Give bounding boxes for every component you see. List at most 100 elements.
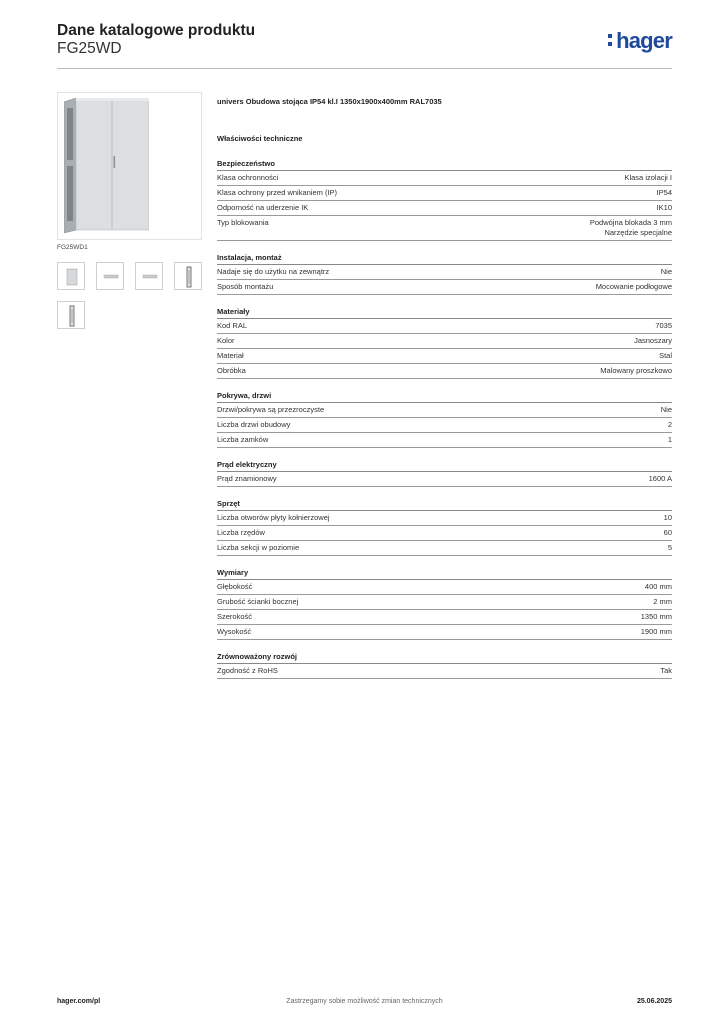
spec-value-line: 1900 mm: [640, 627, 672, 636]
spec-value: 5: [668, 543, 672, 553]
spec-value: 7035: [655, 321, 672, 331]
spec-value-line: 60: [663, 528, 672, 537]
spec-value: Nie: [661, 405, 672, 415]
spec-value: Mocowanie podłogowe: [596, 282, 672, 292]
spec-label: Klasa ochronności: [217, 173, 279, 182]
spec-value-line: 10: [663, 513, 672, 522]
spec-row: Kod RAL 7035: [217, 319, 672, 334]
spec-label: Wysokość: [217, 627, 252, 636]
cabinet-front-thumbnail-icon: [66, 268, 78, 286]
spec-value-line: Nie: [660, 405, 672, 414]
spec-row: Liczba otworów płyty kołnierzowej 10: [217, 511, 672, 526]
spec-label: Typ blokowania: [217, 218, 269, 227]
product-image[interactable]: [57, 92, 202, 240]
spec-row: Nadaje się do użytku na zewnątrz Nie: [217, 265, 672, 280]
hager-logo: hager: [608, 28, 673, 54]
spec-value: 10: [664, 513, 672, 523]
spec-label: Obróbka: [217, 366, 246, 375]
spec-label: Liczba sekcji w poziomie: [217, 543, 300, 552]
spec-row: Wysokość 1900 mm: [217, 625, 672, 640]
spec-label: Kod RAL: [217, 321, 248, 330]
thumbnail-4[interactable]: [174, 262, 202, 290]
spec-row: Liczba sekcji w poziomie 5: [217, 541, 672, 556]
spec-label: Grubość ścianki bocznej: [217, 597, 299, 606]
product-details: univers Obudowa stojąca IP54 kl.I 1350x1…: [217, 97, 672, 691]
spec-value: Nie: [661, 267, 672, 277]
image-caption: FG25WD1: [57, 244, 88, 251]
spec-value-line: Klasa izolacji I: [624, 173, 672, 182]
spec-value-line: Stal: [659, 351, 672, 360]
spec-value: 60: [664, 528, 672, 538]
product-code: FG25WD: [57, 40, 122, 57]
thumbnail-5[interactable]: [57, 301, 85, 329]
spec-label: Liczba zamków: [217, 435, 269, 444]
cabinet-icon: [64, 98, 149, 233]
section-title: Wymiary: [217, 568, 672, 580]
cabinet-side-thumbnail-icon: [69, 305, 75, 327]
thumbnail-3[interactable]: [135, 262, 163, 290]
spec-row: Liczba zamków 1: [217, 433, 672, 448]
spec-value: Klasa izolacji I: [624, 173, 672, 183]
product-description: univers Obudowa stojąca IP54 kl.I 1350x1…: [217, 97, 442, 106]
spec-label: Zgodność z RoHS: [217, 666, 278, 675]
spec-row: Obróbka Malowany proszkowo: [217, 364, 672, 379]
spec-value-line: Tak: [660, 666, 672, 675]
section-title: Pokrywa, drzwi: [217, 391, 672, 403]
spec-row: Głębokość 400 mm: [217, 580, 672, 595]
spec-label: Liczba otworów płyty kołnierzowej: [217, 513, 330, 522]
spec-value: 1350 mm: [641, 612, 672, 622]
spec-row: Liczba rzędów 60: [217, 526, 672, 541]
spec-value: Stal: [659, 351, 672, 361]
header-divider: [57, 68, 672, 69]
spec-value-line: 400 mm: [644, 582, 672, 591]
spec-value-line: 2: [667, 420, 672, 429]
section-title: Instalacja, montaż: [217, 253, 672, 265]
spec-row: Zgodność z RoHS Tak: [217, 664, 672, 679]
spec-value-line: Mocowanie podłogowe: [595, 282, 672, 291]
spec-value: IP54: [657, 188, 672, 198]
spec-value-line: IP54: [656, 188, 672, 197]
spec-label: Liczba rzędów: [217, 528, 265, 537]
spec-row: Prąd znamionowy 1600 A: [217, 472, 672, 487]
spec-row: Grubość ścianki bocznej 2 mm: [217, 595, 672, 610]
spec-value: 2 mm: [653, 597, 672, 607]
section-title: Materiały: [217, 307, 672, 319]
spec-value-line: IK10: [656, 203, 672, 212]
spec-label: Prąd znamionowy: [217, 474, 277, 483]
spec-value-line: 1600 A: [648, 474, 672, 483]
spec-value: 400 mm: [645, 582, 672, 592]
spec-label: Nadaje się do użytku na zewnątrz: [217, 267, 330, 276]
panel-thumbnail-icon: [142, 274, 158, 279]
cabinet-side-thumbnail-icon: [186, 266, 192, 288]
spec-label: Liczba drzwi obudowy: [217, 420, 291, 429]
spec-value-line: 7035: [655, 321, 672, 330]
spec-value: Tak: [660, 666, 672, 676]
spec-value: IK10: [657, 203, 672, 213]
spec-value: Malowany proszkowo: [600, 366, 672, 376]
footer-website[interactable]: hager.com/pl: [57, 998, 101, 1005]
logo-text: hager: [616, 28, 673, 53]
page-footer: hager.com/pl Zastrzegamy sobie możliwość…: [57, 998, 672, 1010]
spec-row: Klasa ochronności Klasa izolacji I: [217, 171, 672, 186]
spec-label: Głębokość: [217, 582, 253, 591]
page-title: Dane katalogowe produktu: [57, 22, 256, 39]
footer-date: 25.06.2025: [636, 998, 672, 1005]
spec-label: Sposób montażu: [217, 282, 274, 291]
thumbnail-1[interactable]: [57, 262, 85, 290]
spec-value-line: Podwójna blokada 3 mm: [589, 218, 672, 227]
spec-value-line: Narzędzie specjalne: [604, 228, 672, 237]
spec-value: 1: [668, 435, 672, 445]
thumbnail-2[interactable]: [96, 262, 124, 290]
panel-thumbnail-icon: [103, 274, 119, 279]
spec-value: 1900 mm: [641, 627, 672, 637]
spec-value-line: 5: [667, 543, 672, 552]
technical-properties-heading: Właściwości techniczne: [217, 134, 303, 143]
